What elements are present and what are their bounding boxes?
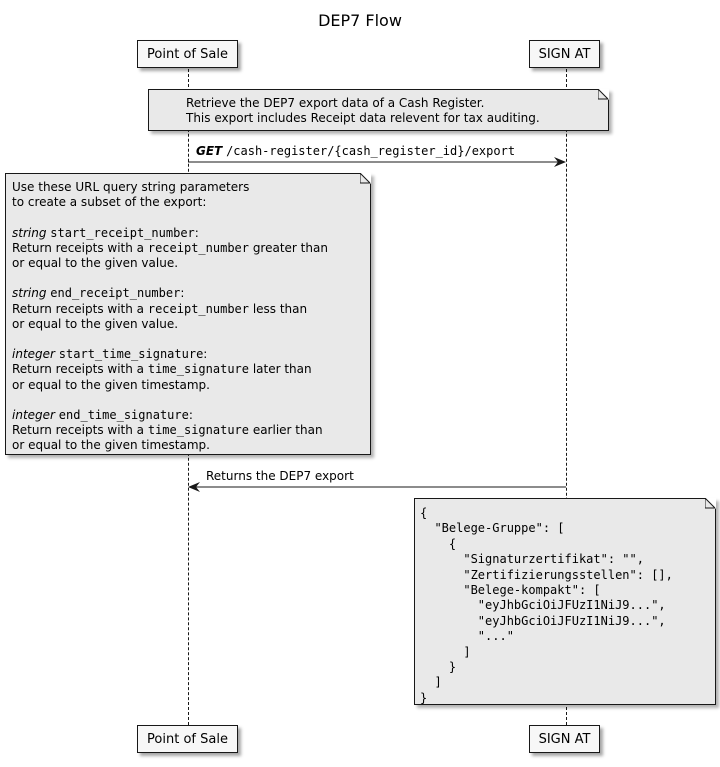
note-text-line: This export includes Receipt data releve… [186,111,540,126]
json-line: "Signaturzertifikat": "", [420,552,644,567]
arrow-head-left-icon [188,482,200,492]
param-desc: Return receipts with a receipt_number gr… [12,240,328,255]
param-desc: or equal to the given timestamp. [12,438,210,453]
json-line: { [420,506,428,520]
param-desc: or equal to the given timestamp. [12,377,210,392]
json-line: "eyJhbGciOiJFUzI1NiJ9...", [420,598,666,613]
request-path: /cash-register/{cash_register_id}/export [226,144,516,158]
param-type: string [12,225,47,240]
param-desc: Return receipts with a time_signature ea… [12,423,323,438]
param-heading: integer start_time_signature: [12,347,208,362]
param-field: time_signature [147,362,249,377]
param-desc: or equal to the given value. [12,316,179,331]
json-line: "..." [420,629,514,644]
note-text-line: Use these URL query string parameters [12,180,250,194]
note-export-description: Retrieve the DEP7 export data of a Cash … [148,89,609,131]
param-field: receipt_number [147,240,249,255]
note-query-parameters: Use these URL query string parameters to… [5,173,371,455]
json-line: "Zertifizierungsstellen": [], [420,567,673,582]
note-text-line: to create a subset of the export: [12,195,207,210]
json-line: "eyJhbGciOiJFUzI1NiJ9...", [420,613,666,628]
param-type: integer [12,347,55,362]
participant-point-of-sale-bottom: Point of Sale [137,725,238,753]
param-desc: or equal to the given value. [12,256,179,271]
response-message-label: Returns the DEP7 export [206,469,354,483]
json-line: "Belege-Gruppe": [ [420,521,565,536]
participant-point-of-sale-top: Point of Sale [137,40,238,68]
json-line: } [420,690,428,705]
param-name: end_time_signature [58,408,189,423]
note-fold-icon [705,498,716,509]
param-heading: string end_receipt_number: [12,286,185,301]
param-heading: string start_receipt_number: [12,225,199,240]
json-line: { [420,536,457,551]
request-message-label: GET /cash-register/{cash_register_id}/ex… [196,144,515,158]
note-text-line: Retrieve the DEP7 export data of a Cash … [186,96,485,110]
json-line: } [420,660,457,675]
diagram-title: DEP7 Flow [318,11,402,30]
param-name: start_receipt_number [50,225,195,240]
param-type: integer [12,408,55,423]
lifeline-sign-at [566,69,567,725]
param-desc: Return receipts with a time_signature la… [12,362,312,377]
json-line: "Belege-kompakt": [ [420,583,601,598]
participant-sign-at-top: SIGN AT [529,40,600,68]
arrow-head-right-icon [554,157,566,167]
param-field: receipt_number [147,301,249,316]
note-export-json-sample: { "Belege-Gruppe": [ { "Signaturzertifik… [414,498,716,705]
param-name: start_time_signature [58,347,204,362]
param-name: end_receipt_number [50,286,181,301]
json-line: ] [420,644,471,659]
note-fold-icon [598,89,609,100]
participant-sign-at-bottom: SIGN AT [529,725,600,753]
param-field: time_signature [147,423,249,438]
response-arrow [188,482,566,492]
request-arrow [188,157,566,167]
param-heading: integer end_time_signature: [12,408,193,423]
json-line: ] [420,675,442,690]
note-fold-icon [360,173,371,184]
param-type: string [12,286,47,301]
param-desc: Return receipts with a receipt_number le… [12,301,308,316]
request-method: GET [196,144,223,158]
